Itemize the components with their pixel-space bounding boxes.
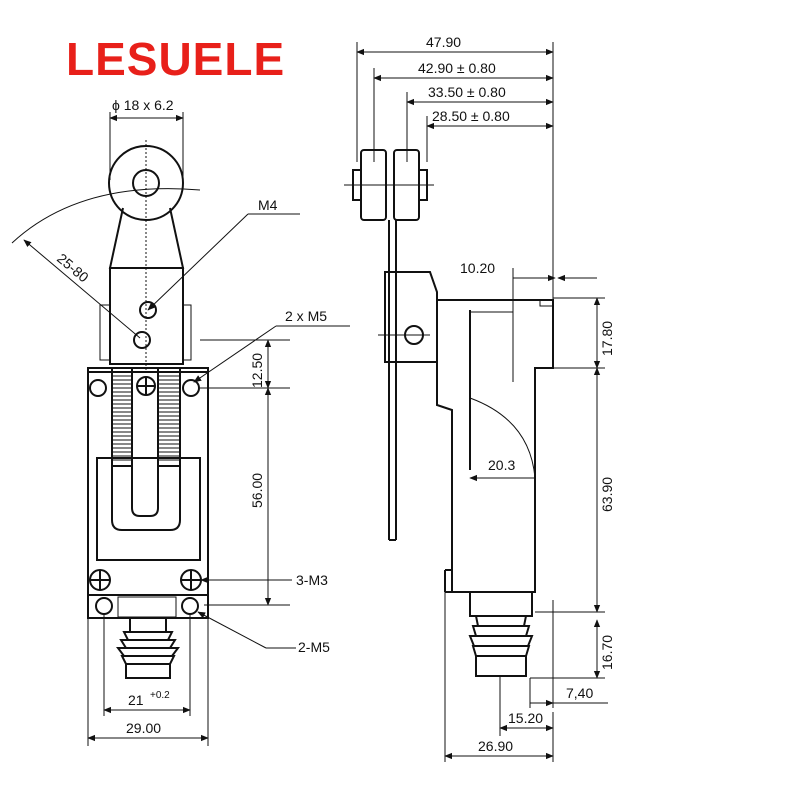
dim-16-70: 16.70 [599, 635, 615, 670]
lever-head-side [384, 271, 438, 363]
front-view: ϕ 18 x 6.2 25-80 M4 2 x M5 12.50 56.00 3… [11, 97, 350, 746]
lever-swing-arc [11, 188, 201, 244]
dim-radius: 25-80 [54, 250, 92, 285]
mount-hole-top-left [89, 379, 107, 397]
cable-gland-side [468, 591, 534, 677]
brand-logo: LESUELE [66, 33, 285, 85]
mount-hole-bottom-right [181, 597, 199, 615]
dim-12-50: 12.50 [249, 353, 265, 388]
rollers-side [344, 149, 434, 221]
dim-10-20: 10.20 [460, 260, 495, 276]
cable-gland [116, 617, 180, 679]
label-3-m3: 3-M3 [296, 572, 328, 588]
lever-hole-upper [139, 301, 157, 319]
dim-28-50: 28.50 ± 0.80 [432, 108, 510, 124]
dim-29-00: 29.00 [126, 720, 161, 736]
u-slot [111, 466, 181, 531]
dim-7-40: 7,40 [566, 685, 593, 701]
dim-47-90: 47.90 [426, 34, 461, 50]
label-2x-m5: 2 x M5 [285, 308, 327, 324]
dim-33-50: 33.50 ± 0.80 [428, 84, 506, 100]
dim-21-tolerance: +0.2 [150, 690, 170, 701]
mount-hole-bottom-left [95, 597, 113, 615]
dim-21: 21 [128, 692, 144, 708]
lever-hole-lower [133, 331, 151, 349]
dim-63-90: 63.90 [599, 477, 615, 512]
dim-56-00: 56.00 [249, 473, 265, 508]
dim-17-80: 17.80 [599, 321, 615, 356]
dim-15-20: 15.20 [508, 710, 543, 726]
housing-side [436, 299, 554, 593]
label-m4: M4 [258, 197, 278, 213]
dim-42-90: 42.90 ± 0.80 [418, 60, 496, 76]
radius-arc-side [469, 397, 536, 479]
label-2-m5: 2-M5 [298, 639, 330, 655]
mount-hole-top-right [182, 379, 200, 397]
dim-roller-diameter: ϕ 18 x 6.2 [112, 97, 174, 113]
dim-26-90: 26.90 [478, 738, 513, 754]
dim-20-3: 20.3 [488, 457, 515, 473]
side-view: 47.90 42.90 ± 0.80 33.50 ± 0.80 28.50 ± … [344, 34, 615, 762]
inner-panel [96, 457, 201, 561]
